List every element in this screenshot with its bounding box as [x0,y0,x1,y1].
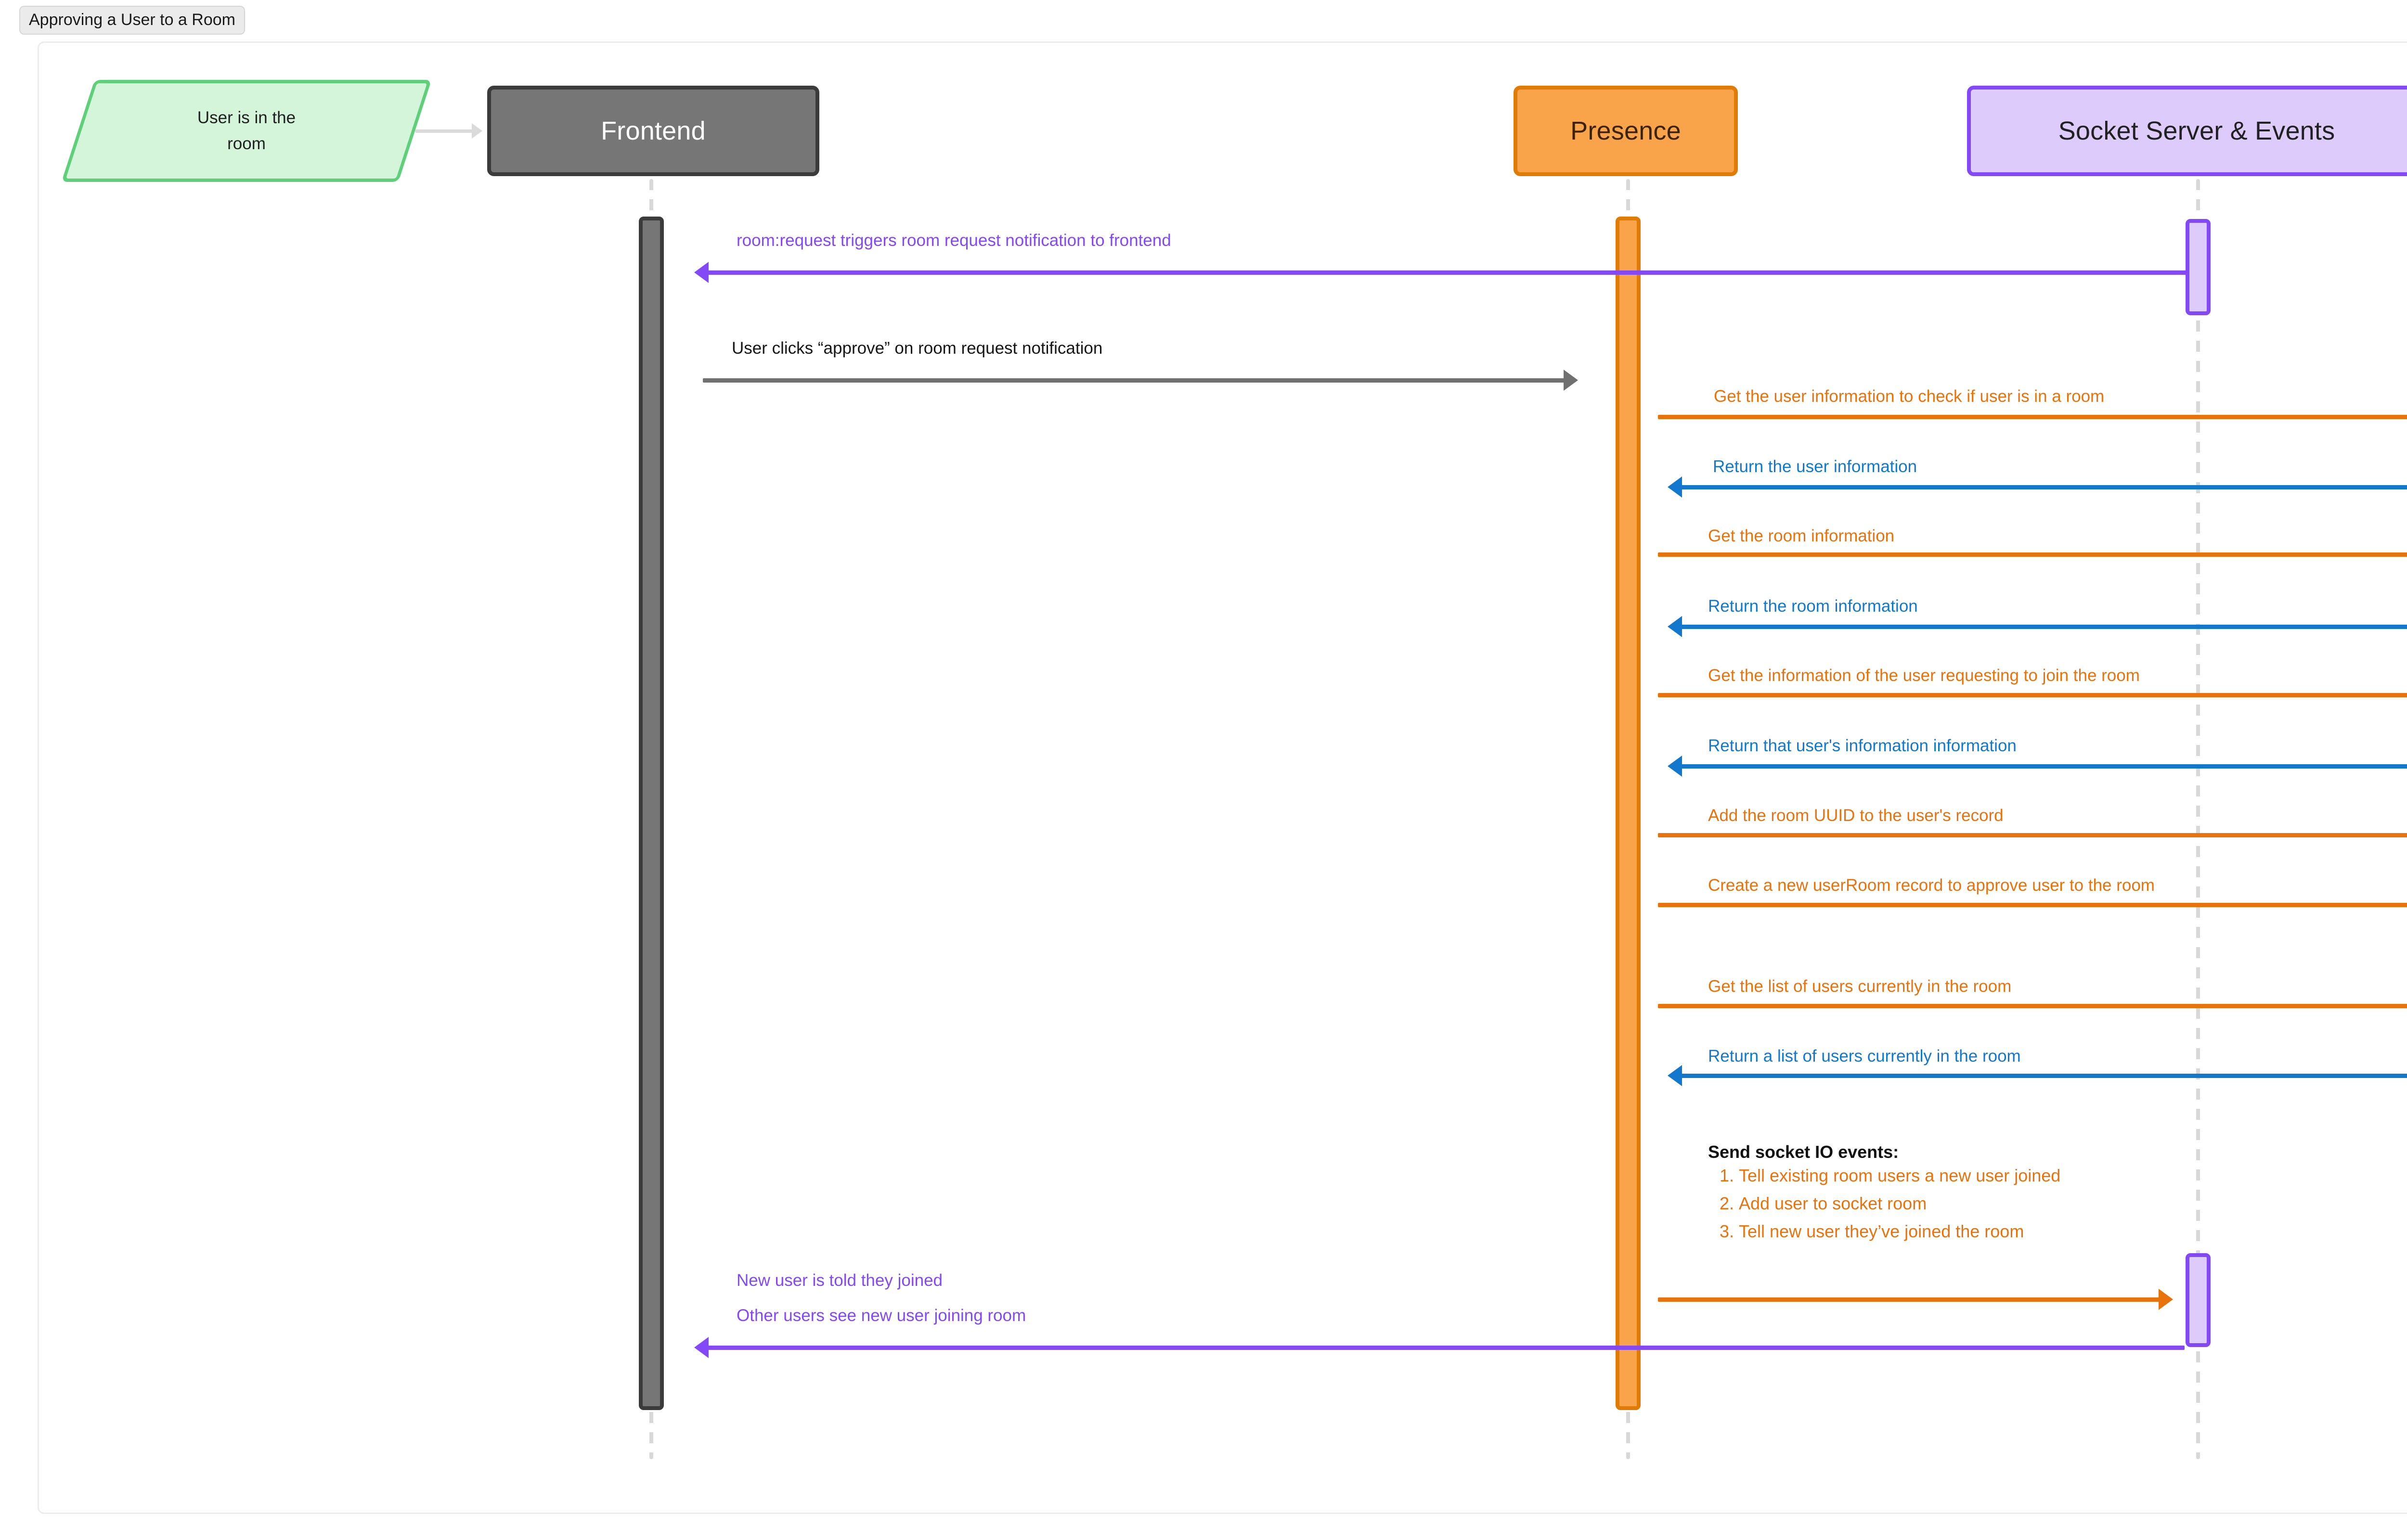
note-connector-arrowhead-icon [472,123,482,139]
message-arrowhead-m13-icon [2159,1289,2173,1310]
message-line-m11 [1658,1004,2407,1008]
message-arrowhead-m8-icon [1668,756,1682,777]
socket-events-item-1: Tell existing room users a new user join… [1739,1162,2060,1190]
message-line-m2 [703,378,1565,383]
message-label-m5: Get the room information [1708,526,1895,545]
message-line-m14 [707,1346,2185,1350]
activation-socket-top [2186,219,2211,315]
message-label-m12: Return a list of users currently in the … [1708,1047,2021,1065]
message-line-m9 [1658,833,2407,837]
participant-box-presence[interactable]: Presence [1514,86,1738,176]
participant-label-frontend: Frontend [601,116,706,145]
message-label-m9: Add the room UUID to the user's record [1708,806,2004,825]
message-arrowhead-m6-icon [1668,616,1682,637]
diagram-title: Approving a User to a Room [19,6,245,35]
message-arrowhead-m1-icon [694,262,709,283]
message-label-m4: Return the user information [1713,457,1917,476]
message-line-m1 [707,270,2189,275]
message-line-m8 [1680,764,2407,769]
message-line-m4 [1680,485,2407,489]
message-label-m14-line1: New user is told they joined [737,1271,943,1290]
message-label-m8: Return that user's information informati… [1708,736,2017,755]
socket-events-block: Send socket IO events: Tell existing roo… [1708,1142,2060,1246]
message-label-m2: User clicks “approve” on room request no… [732,339,1103,358]
participant-box-frontend[interactable]: Frontend [487,86,819,176]
participant-label-socket: Socket Server & Events [2058,116,2335,145]
activation-presence [1616,217,1641,1410]
message-label-m11: Get the list of users currently in the r… [1708,977,2012,996]
message-label-m14-line2: Other users see new user joining room [737,1306,1026,1325]
note-text-user-in-room: User is in the room [78,80,415,182]
message-label-m3: Get the user information to check if use… [1714,387,2105,406]
note-line-2: room [227,134,266,153]
socket-events-list: Tell existing room users a new user join… [1708,1162,2060,1246]
message-arrowhead-m14-icon [694,1337,709,1358]
message-line-m5 [1658,552,2407,557]
message-line-m7 [1658,693,2407,697]
message-line-m6 [1680,625,2407,629]
message-arrowhead-m12-icon [1668,1065,1682,1086]
socket-events-item-3: Tell new user they’ve joined the room [1739,1218,2060,1245]
message-label-m1: room:request triggers room request notif… [737,231,1171,250]
message-arrowhead-m2-icon [1564,370,1578,391]
participant-box-socket[interactable]: Socket Server & Events [1967,86,2407,176]
message-label-m7: Get the information of the user requesti… [1708,666,2140,685]
participant-label-presence: Presence [1570,116,1681,145]
diagram-canvas [38,41,2407,1514]
lifeline-socket [2196,179,2200,1459]
message-line-m10 [1658,903,2407,907]
message-label-m6: Return the room information [1708,597,1918,616]
activation-socket-bottom [2186,1253,2211,1347]
socket-events-title: Send socket IO events: [1708,1142,1899,1162]
message-line-m12 [1680,1074,2407,1078]
socket-events-item-2: Add user to socket room [1739,1190,2060,1218]
message-line-m3 [1658,415,2407,419]
activation-frontend [639,217,664,1410]
note-connector-line [415,129,474,133]
message-label-m10: Create a new userRoom record to approve … [1708,876,2155,895]
message-line-m13 [1658,1297,2160,1302]
message-arrowhead-m4-icon [1668,476,1682,498]
note-line-1: User is in the [197,108,296,127]
